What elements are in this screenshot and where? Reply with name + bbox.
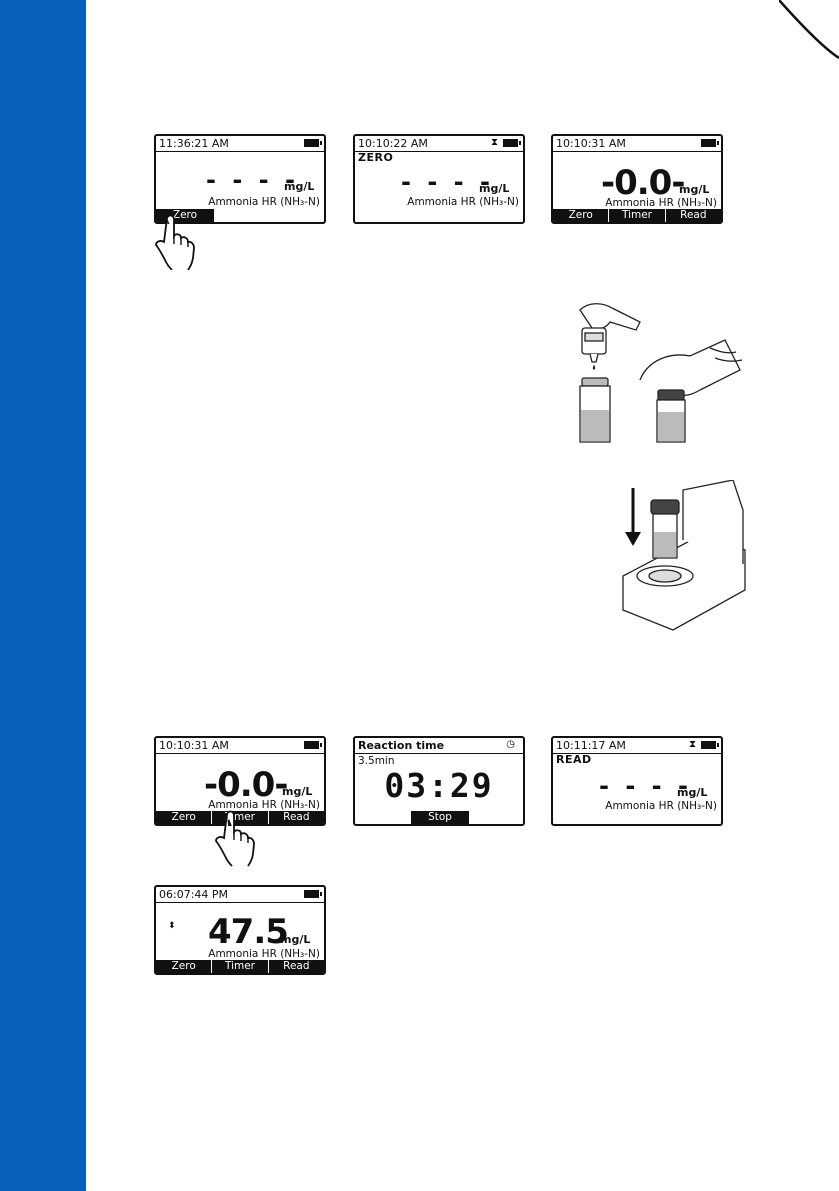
pointing-hand-icon: [155, 214, 195, 270]
stop-softkey[interactable]: Stop: [428, 811, 452, 823]
battery-icon: [304, 741, 322, 749]
method-label: Ammonia HR (NH₃-N): [208, 948, 320, 960]
unit-label: mg/L: [677, 786, 708, 799]
battery-icon: [701, 741, 719, 749]
countdown-display: 03:29: [384, 766, 494, 805]
method-label: Ammonia HR (NH₃-N): [605, 197, 717, 209]
battery-icon: [503, 139, 521, 147]
unit-label: mg/L: [679, 183, 710, 196]
read-softkey[interactable]: Read: [267, 811, 324, 824]
pointing-hand-icon: [215, 810, 255, 867]
battery-icon: [304, 890, 322, 898]
battery-icon: [701, 139, 719, 147]
zero-softkey[interactable]: Zero: [172, 209, 198, 221]
battery-icon: [304, 139, 322, 147]
scroll-arrows-icon: ⬍: [168, 921, 176, 931]
softkey-bar: Zero Timer Read: [156, 960, 324, 973]
softkey-bar: Stop: [411, 811, 469, 824]
timer-softkey[interactable]: Timer: [608, 209, 664, 222]
method-label: Ammonia HR (NH₃-N): [605, 800, 717, 812]
reagent-addition-illustration: [579, 303, 743, 443]
reading-dashes: - - - -: [401, 168, 494, 196]
unit-label: mg/L: [479, 182, 510, 195]
lcd-screen-timer-select: 10:10:31 AM -0.0- mg/L Ammonia HR (NH₃-N…: [154, 736, 326, 826]
read-softkey[interactable]: Read: [664, 209, 721, 222]
blue-sidebar: [0, 0, 86, 1191]
mode-label: READ: [556, 753, 592, 766]
lcd-screen-zero: 10:10:22 AM ⧗ ZERO - - - - mg/L Ammonia …: [353, 134, 525, 224]
softkey-bar: Zero Timer Read: [553, 209, 721, 222]
reading-value: -0.0-: [204, 765, 288, 805]
reading-dashes: - - - -: [206, 166, 299, 194]
clock-icon: ◷: [506, 739, 515, 750]
corner-arc-decoration: [779, 0, 839, 60]
reading-value: 47.5: [208, 912, 289, 952]
method-label: Ammonia HR (NH₃-N): [407, 196, 519, 208]
clock-readout: 10:10:31 AM: [159, 739, 229, 752]
clock-readout: 10:11:17 AM: [556, 739, 626, 752]
method-label: Ammonia HR (NH₃-N): [208, 196, 320, 208]
vial-insertion-illustration: [622, 480, 746, 631]
reading-dashes: - - - -: [599, 772, 692, 800]
read-softkey[interactable]: Read: [267, 960, 324, 973]
hourglass-icon: ⧗: [688, 739, 696, 750]
clock-readout: 10:10:31 AM: [556, 137, 626, 150]
method-label: Ammonia HR (NH₃-N): [208, 799, 320, 811]
hourglass-icon: ⧗: [490, 137, 498, 148]
clock-readout: 10:10:22 AM: [358, 137, 428, 150]
unit-label: mg/L: [284, 180, 315, 193]
unit-label: mg/L: [282, 785, 313, 798]
lcd-screen-initial: 11:36:21 AM - - - - mg/L Ammonia HR (NH₃…: [154, 134, 326, 224]
clock-readout: 06:07:44 PM: [159, 888, 229, 901]
zero-softkey[interactable]: Zero: [171, 960, 196, 972]
zero-softkey[interactable]: Zero: [171, 811, 196, 823]
clock-readout: 11:36:21 AM: [159, 137, 229, 150]
lcd-screen-reaction-timer: Reaction time ◷ 3.5min 03:29 Stop: [353, 736, 525, 826]
lcd-screen-read: 10:11:17 AM ⧗ READ - - - - mg/L Ammonia …: [551, 736, 723, 826]
timer-softkey[interactable]: Timer: [211, 960, 267, 973]
unit-label: mg/L: [280, 933, 311, 946]
reaction-duration: 3.5min: [358, 755, 395, 767]
zero-softkey[interactable]: Zero: [568, 209, 593, 221]
timer-title: Reaction time: [358, 739, 445, 752]
reading-value: -0.0-: [601, 163, 685, 203]
lcd-screen-zero-result: 10:10:31 AM -0.0- mg/L Ammonia HR (NH₃-N…: [551, 134, 723, 224]
mode-label: ZERO: [358, 151, 394, 164]
lcd-screen-result: 06:07:44 PM ⬍ 47.5 mg/L Ammonia HR (NH₃-…: [154, 885, 326, 975]
